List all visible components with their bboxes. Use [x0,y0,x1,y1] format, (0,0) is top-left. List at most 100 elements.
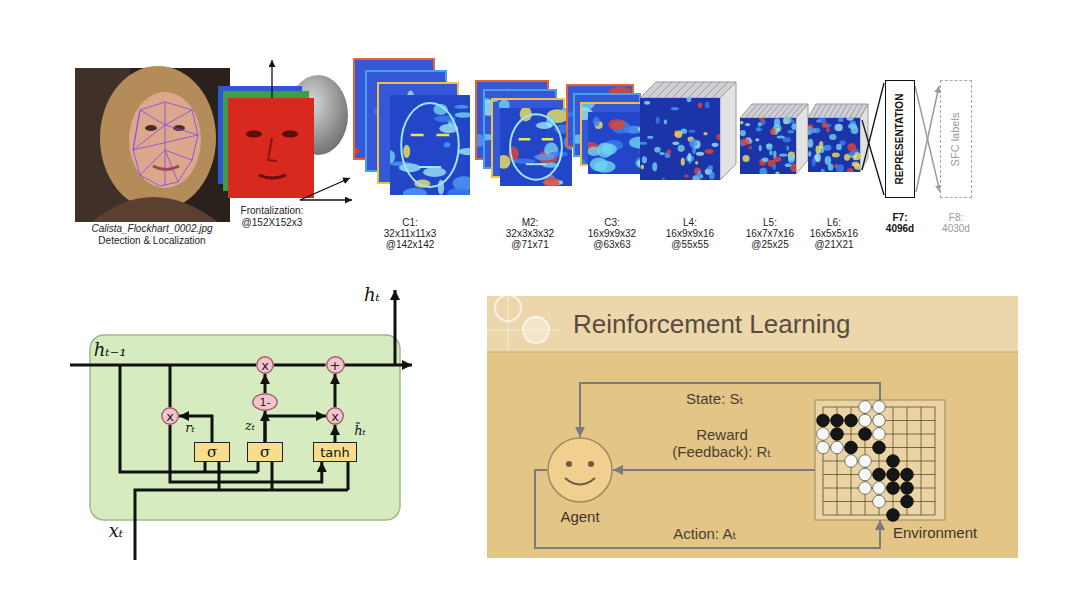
slide-title: Reinforcement Learning [573,311,851,337]
activation-blob [791,123,796,130]
fc-lines [862,83,939,195]
activation-blob [740,130,746,136]
layer-dims: 32x11x11x3 [384,229,436,239]
node-label: Environment [893,525,977,540]
white-stone [859,482,872,495]
gate-shape [327,408,344,425]
white-stone [817,441,830,454]
activation-blob [403,188,427,195]
nose [268,138,277,161]
activation-blob [826,127,830,133]
white-stone [831,441,844,454]
activation-blob [593,117,600,127]
gate-shape [257,357,274,374]
activation-blob [847,168,854,172]
multiply-gate: x [326,407,344,425]
red-channel [228,98,314,198]
node-label: SFC labels [951,112,962,166]
map-ground [500,108,572,186]
white-stone [859,455,872,468]
volume-stripe [751,104,763,118]
activation-blob [536,122,552,129]
face-contour [401,103,459,187]
layer-size: @152X152x3 [242,218,303,228]
activation-blob [846,118,853,121]
activation-blob [788,130,795,133]
volume-side [720,82,736,180]
sigmoid-layer: σ [194,442,230,462]
activation-blob [588,147,601,156]
activation-blob [390,150,395,163]
output-wire [394,290,397,365]
activation-blob [675,130,683,137]
title-band: Reinforcement Learning [487,296,1018,352]
black-stone [901,468,914,481]
reward-arrow [613,469,815,471]
axis-arrow [300,199,352,200]
activation-blob [709,172,715,180]
activation-blob [654,147,660,153]
activation-blob [788,155,795,163]
activation-blob [708,165,713,170]
volume-stripe [785,104,797,118]
layer-size: @21X21 [814,240,853,250]
node-label: tanh [320,446,350,459]
deco-line [508,296,509,350]
layer-dims: 16x7x7x16 [746,229,794,239]
grid-line [935,407,936,515]
gru-cell [70,290,412,560]
activation-blob [777,136,785,139]
activation-blob [601,143,617,155]
activation-blob [689,130,696,133]
activation-blob [740,121,743,124]
activation-blob [774,118,780,127]
activation-blob [786,146,789,151]
edge-label: Action: Aₜ [670,524,740,544]
activation-blob [854,164,860,170]
activation-blob [749,146,753,149]
layer-name: L4: [683,218,697,228]
node-label: σ [260,445,270,460]
activation-blob [808,139,813,148]
add-gate: + [326,356,345,374]
activation-blob [785,163,792,167]
activation-blob [608,119,625,130]
signal-name: rₜ [185,421,194,434]
activation-blob [832,153,840,158]
multiply-gate: x [256,356,274,374]
layer-dims: 4096d [886,224,914,234]
activation-blob [705,102,710,109]
activation-blob [825,156,831,165]
rl-slide [487,295,1018,558]
activation-blob [759,145,762,151]
activation-blob [640,142,647,145]
deco-line [487,330,560,331]
agent-face: Agent [547,437,613,503]
board-ground [815,400,945,520]
multiply-gate: x [161,407,179,425]
activation-blob [399,163,421,172]
representation-layer: REPRESENTATION [885,80,915,198]
volume-stripe [774,104,786,118]
white-stone [845,455,858,468]
activation-blob [703,132,707,135]
black-stone [873,468,886,481]
node-label: σ [207,445,217,460]
activation-blob [741,138,750,145]
activation-blob [681,158,685,166]
volume-stripe [688,82,704,98]
map-ground [740,118,796,174]
white-stone [817,428,830,441]
node-label: REPRESENTATION [895,94,905,185]
activation-blob [678,145,685,152]
face-contour [510,114,562,180]
black-stone [817,414,830,427]
white-stone [873,495,886,508]
feature-volume [806,104,868,175]
activation-blob [458,148,470,155]
activation-blob [848,151,855,156]
activation-blob [851,126,859,134]
node-label: + [330,359,341,372]
axis-arrow [271,60,272,98]
